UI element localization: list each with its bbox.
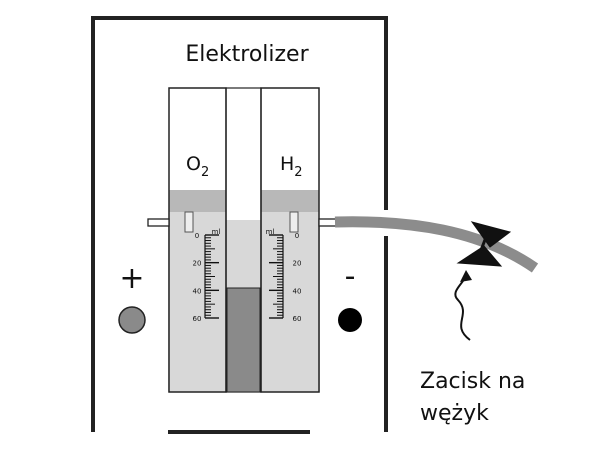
right-tube: H2 [260,87,320,393]
scale-tick-label: 0 [195,232,199,240]
scale-unit-label: ml [212,228,221,236]
scale-tick-label: 60 [293,315,302,323]
left-gas-label: O2 [186,153,209,180]
anode-terminal [118,306,146,334]
scale-tick-label: 20 [293,260,302,268]
anode-sign: + [119,261,144,296]
apparatus-frame [91,16,388,434]
scale-unit-label: ml [266,228,275,236]
scale-tick-label: 0 [295,232,299,240]
right-volume-scale: 0 20 40 60 ml [266,228,302,323]
right-tube-liquid [261,212,319,392]
cathode-terminal [338,308,362,332]
clamp-pointer-arrowhead [460,270,472,282]
scale-tick-label: 60 [193,315,202,323]
left-tube-stopper [169,190,226,212]
right-side-port [318,218,338,227]
left-volume-scale: 0 20 40 60 ml [193,228,221,323]
apparatus-title: Elektrolizer [185,42,309,67]
cathode-sign: - [345,259,356,294]
center-reservoir [226,287,261,393]
clamp-pointer-arrow [454,275,471,341]
scale-tick-label: 40 [193,287,202,295]
hose [334,216,539,273]
right-valve-stem [289,211,299,233]
left-tube: O2 [168,87,227,393]
hose-clamp [456,221,512,267]
left-side-port [147,218,170,227]
right-tube-stopper [261,190,319,212]
clamp-label-line1: Zacisk na [420,369,525,394]
scale-tick-label: 20 [193,260,202,268]
clamp-label-line2: wężyk [420,401,489,426]
right-gas-label: H2 [280,153,303,180]
left-tube-liquid [169,212,226,392]
scale-tick-label: 40 [293,287,302,295]
left-valve-stem [184,211,194,233]
